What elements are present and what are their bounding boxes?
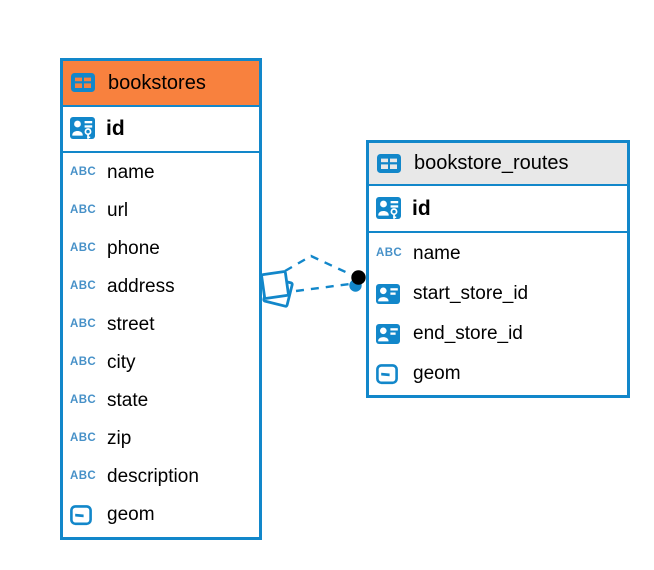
column-name: description [107, 466, 199, 487]
column-row[interactable]: geom [369, 354, 627, 394]
column-name: geom [413, 363, 461, 384]
entity-bookstores[interactable]: bookstores id ABC name [60, 58, 262, 540]
primary-key-icon [70, 117, 98, 141]
column-name: url [107, 200, 129, 221]
column-name: id [106, 117, 125, 140]
text-type-icon: ABC [70, 280, 97, 293]
entity-title: bookstores [108, 71, 206, 94]
primary-key-icon [376, 196, 404, 221]
entity-bookstores-header[interactable]: bookstores [63, 61, 259, 107]
column-row[interactable]: start_store_id [369, 274, 627, 314]
column-row-pk[interactable]: id [369, 186, 627, 233]
column-name: name [107, 162, 155, 183]
text-type-icon: ABC [376, 247, 403, 260]
column-row[interactable]: ABC city [63, 344, 259, 382]
text-type-icon: ABC [70, 166, 97, 179]
text-type-icon: ABC [70, 470, 97, 483]
column-name: end_store_id [413, 323, 523, 344]
text-type-icon: ABC [70, 242, 97, 255]
entity-bookstore-routes[interactable]: bookstore_routes id ABC name [366, 140, 630, 398]
column-row[interactable]: ABC zip [63, 420, 259, 458]
table-icon [71, 73, 99, 93]
relationship-target-marker [349, 270, 366, 292]
column-name: start_store_id [413, 283, 529, 304]
geometry-type-icon [376, 363, 404, 385]
column-name: address [107, 276, 175, 297]
reference-id-icon [376, 283, 404, 305]
column-name: geom [107, 504, 155, 525]
reference-id-icon [376, 323, 404, 345]
table-icon [377, 153, 405, 174]
column-row[interactable]: ABC name [63, 154, 259, 192]
column-name: id [412, 196, 431, 220]
column-name: state [107, 390, 149, 411]
column-row[interactable]: ABC state [63, 382, 259, 420]
text-type-icon: ABC [70, 356, 97, 369]
entity-title: bookstore_routes [414, 152, 569, 174]
text-type-icon: ABC [70, 394, 97, 407]
column-row[interactable]: ABC url [63, 192, 259, 230]
column-name: city [107, 352, 136, 373]
column-row[interactable]: ABC name [369, 234, 627, 274]
relationship-link[interactable] [260, 254, 366, 308]
column-name: zip [107, 428, 132, 449]
column-list: ABC name ABC url ABC phone ABC address A… [63, 153, 259, 534]
entity-bookstore-routes-header[interactable]: bookstore_routes [369, 143, 627, 186]
text-type-icon: ABC [70, 318, 97, 331]
column-row[interactable]: geom [63, 496, 259, 534]
column-name: phone [107, 238, 160, 259]
column-name: name [413, 243, 461, 264]
column-row[interactable]: ABC description [63, 458, 259, 496]
column-name: street [107, 314, 155, 335]
column-row[interactable]: ABC address [63, 268, 259, 306]
text-type-icon: ABC [70, 432, 97, 445]
column-row[interactable]: end_store_id [369, 314, 627, 354]
column-row[interactable]: ABC phone [63, 230, 259, 268]
column-row[interactable]: ABC street [63, 306, 259, 344]
text-type-icon: ABC [70, 204, 97, 217]
relationship-source-marker [260, 270, 294, 308]
geometry-type-icon [70, 504, 98, 526]
column-list: ABC name start_store_id [369, 233, 627, 394]
column-row-pk[interactable]: id [63, 107, 259, 153]
